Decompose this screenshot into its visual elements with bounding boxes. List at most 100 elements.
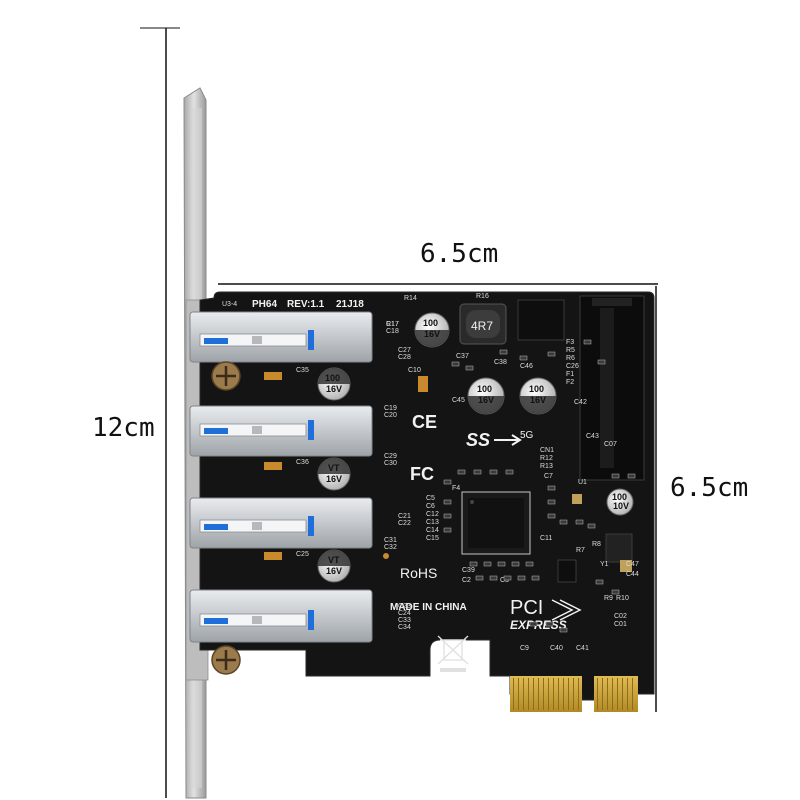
fc-mark-text: FC: [410, 464, 434, 484]
ref-designator: C29: [384, 453, 397, 460]
ref-designator: R12: [540, 455, 553, 462]
smd-pad: [443, 513, 452, 519]
pcie-gold-contacts: [510, 676, 638, 712]
smd-pad: [489, 575, 498, 581]
smd-pad: [443, 499, 452, 505]
ss-speed-text: 5G: [520, 430, 534, 441]
ref-designator: R7: [576, 547, 585, 554]
gold-contact-gap: [553, 678, 554, 710]
capacitor-6-voltage: 16V: [530, 395, 546, 405]
ref-designator: C46: [520, 363, 533, 370]
ce-mark-text: CE: [412, 412, 437, 432]
gold-contact-gap: [563, 678, 564, 710]
smd-pad: [469, 561, 478, 567]
smd-pad: [503, 575, 512, 581]
capacitor-2-voltage: 16V: [326, 474, 342, 484]
ref-designator: C10: [408, 367, 421, 374]
ref-designator: C24: [398, 610, 411, 617]
capacitor-4-voltage: 16V: [424, 329, 440, 339]
ref-designator: C38: [494, 359, 507, 366]
capacitor-5: 100 16V: [467, 377, 505, 415]
ref-designator: F3: [566, 339, 574, 346]
ref-designator: C21: [398, 513, 411, 520]
ref-designator: C02: [614, 613, 627, 620]
usb-port-4[interactable]: [189, 589, 373, 643]
gold-contact-gap: [612, 678, 613, 710]
ref-designator: C41: [576, 645, 589, 652]
usb-port-3[interactable]: [189, 497, 373, 549]
gold-contact-gap: [548, 678, 549, 710]
express-text: EXPRESS: [510, 618, 567, 632]
capacitor-6: 100 16V: [519, 377, 557, 415]
ref-designator: C5: [426, 495, 435, 502]
smd-pad: [559, 627, 568, 633]
ref-designator: C7: [544, 473, 553, 480]
smd-pad: [499, 349, 508, 355]
ref-designator: C26: [566, 363, 579, 370]
model-text: U3-4: [222, 301, 237, 308]
smd-pad: [547, 513, 556, 519]
date-text: 21J18: [336, 299, 364, 310]
capacitor-small-value: 100: [612, 492, 627, 502]
controller-chip-u1: [461, 491, 531, 555]
usb-port-2[interactable]: [189, 405, 373, 457]
smd-pad: [587, 523, 596, 529]
ref-designator: F2: [566, 379, 574, 386]
capacitor-4-value: 100: [423, 318, 438, 328]
smd-pad: [547, 499, 556, 505]
capacitor-5-value: 100: [477, 384, 492, 394]
capacitor-3-series: VT: [328, 555, 340, 565]
smd-pad: [611, 589, 620, 595]
gold-contact-gap: [622, 678, 623, 710]
part-text: PH64: [252, 299, 277, 310]
superspeed-logo: SS 5G: [466, 430, 534, 450]
ref-designator: CN1: [540, 447, 554, 454]
ref-designator: C25: [296, 551, 309, 558]
ref-designator: C32: [384, 544, 397, 551]
rev-text: REV:1.1: [287, 299, 325, 310]
smd-pad: [517, 575, 526, 581]
ref-designator: C28: [398, 354, 411, 361]
smd-pad: [497, 561, 506, 567]
ref-designator: R16: [476, 293, 489, 300]
usb-port-1[interactable]: [189, 311, 373, 363]
weee-bin-icon: [437, 635, 469, 672]
ref-designator: C11: [540, 535, 552, 542]
smd-pad: [575, 519, 584, 525]
smd-pad: [545, 621, 554, 627]
capacitor-2: VT 16V: [317, 457, 351, 491]
ref-designator: R5: [566, 347, 575, 354]
test-pad: [383, 553, 389, 559]
ref-designator: C13: [426, 519, 439, 526]
capacitor-4: 100 16V: [414, 312, 450, 348]
smd-pad: [597, 359, 606, 365]
ref-designator: Y1: [600, 561, 609, 568]
ref-designator: C07: [604, 441, 617, 448]
inductor-text: 4R7: [471, 319, 493, 333]
capacitor-3: VT 16V: [317, 549, 351, 583]
smd-pad: [465, 365, 474, 371]
smd-pad: [547, 351, 556, 357]
ref-designator: C47: [626, 561, 639, 568]
ref-designator: C40: [550, 645, 563, 652]
capacitor-1-voltage: 16V: [326, 384, 342, 394]
ref-designator: C6: [426, 503, 435, 510]
smd-pad: [511, 561, 520, 567]
ref-designator: F1: [566, 371, 574, 378]
ref-designator: C39: [462, 567, 475, 574]
ref-designator: C9: [520, 645, 529, 652]
fuse-chips: [264, 372, 428, 560]
ref-designator: C42: [574, 399, 587, 406]
smd-components: [443, 339, 636, 633]
ref-designator: R9: [604, 595, 613, 602]
small-ics: [517, 299, 633, 583]
ref-designator: C33: [398, 617, 411, 624]
sata-power-connector: [579, 295, 645, 481]
pci-express-logo: PCI EXPRESS: [510, 597, 582, 632]
smd-pad: [489, 469, 498, 475]
gold-contact-gap: [513, 678, 514, 710]
smd-pad: [443, 479, 452, 485]
smd-pad: [457, 469, 466, 475]
smd-pad: [525, 561, 534, 567]
gold-contact-gap: [533, 678, 534, 710]
